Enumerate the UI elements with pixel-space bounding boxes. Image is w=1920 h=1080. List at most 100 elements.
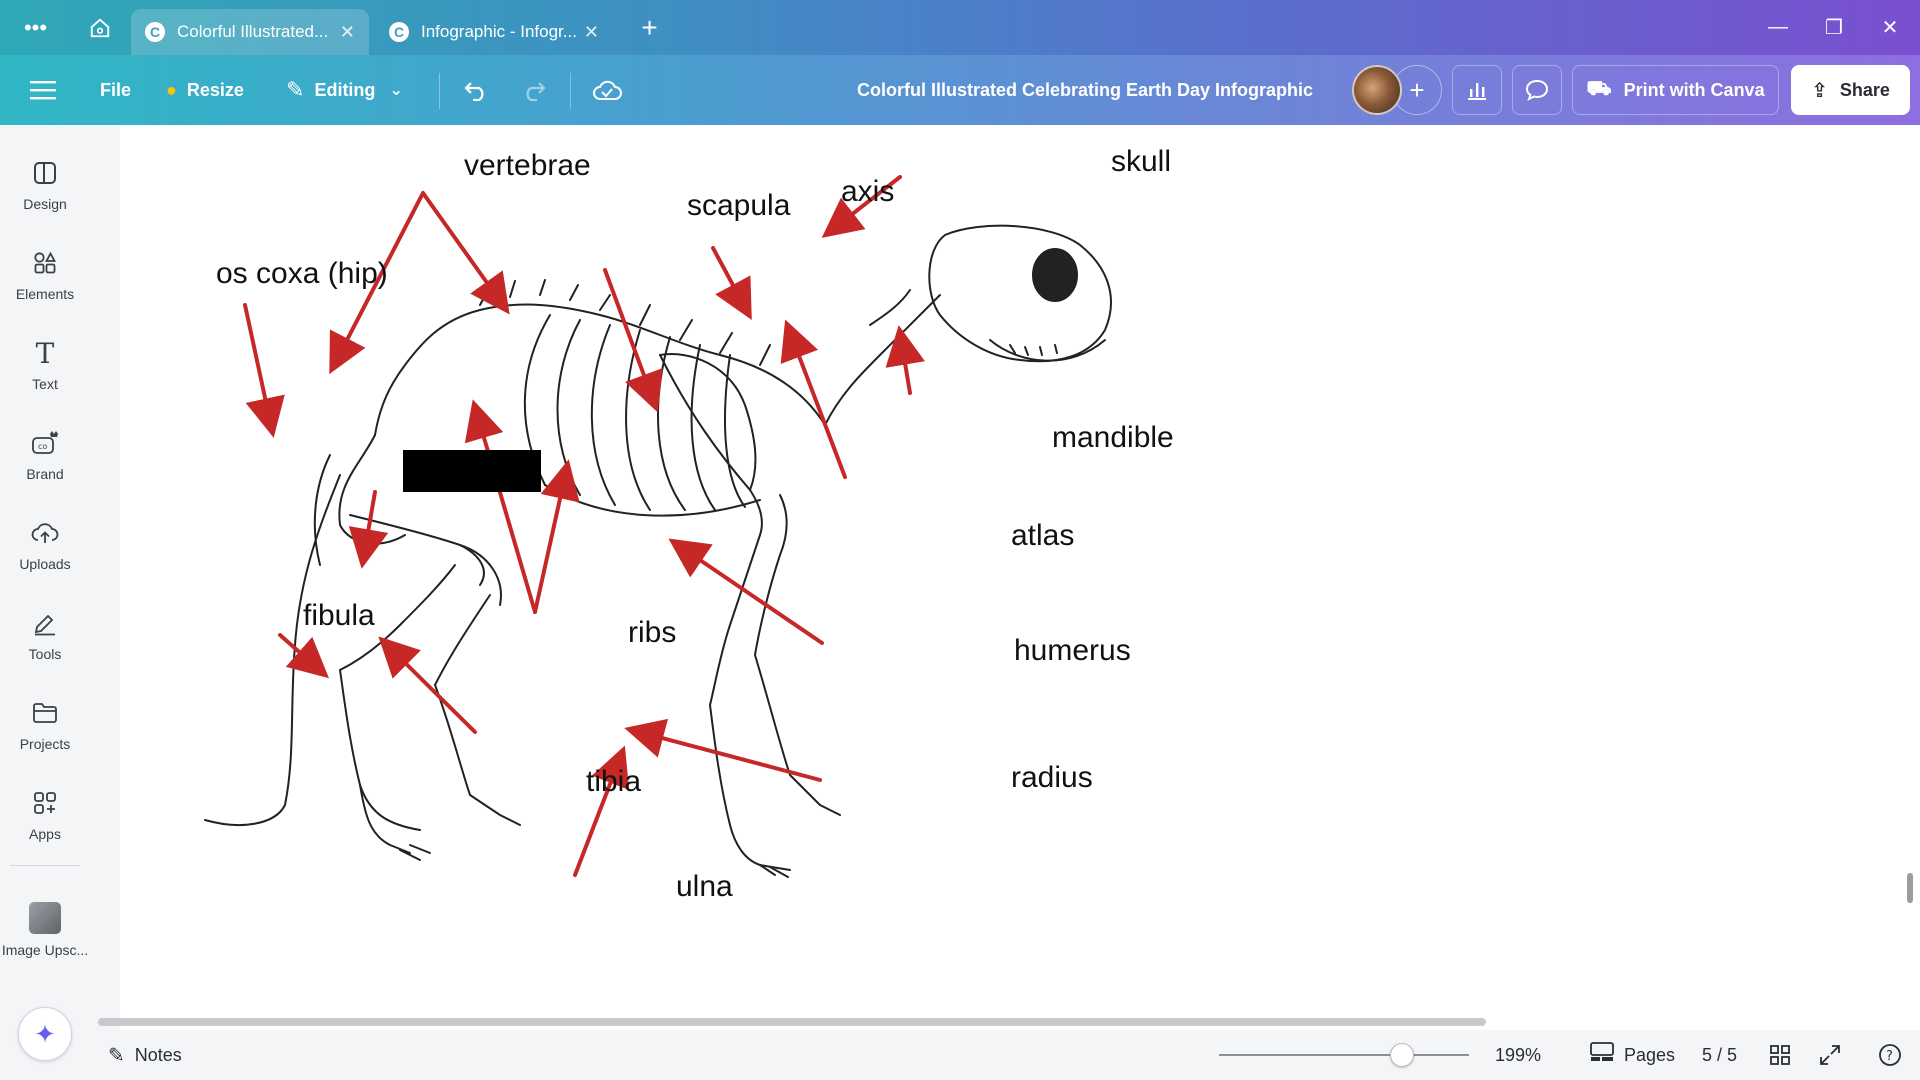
toolbar-divider (570, 73, 571, 109)
sidebar-item-label: Projects (19, 736, 71, 752)
close-icon[interactable]: ✕ (583, 21, 599, 42)
sidebar-item-image-upscaler[interactable]: Image Upsc... (0, 880, 90, 980)
zoom-level[interactable]: 199% (1495, 1030, 1541, 1080)
undo-icon (464, 82, 484, 101)
sidebar-item-label: Tools (28, 646, 62, 662)
label-scapula[interactable]: scapula (687, 189, 791, 222)
resize-button[interactable]: ● Resize (166, 55, 244, 125)
grid-icon (1770, 1045, 1790, 1065)
zoom-value: 199% (1495, 1044, 1542, 1065)
skeleton-drawing (204, 224, 1112, 878)
chevron-down-icon: ⌄ (389, 82, 403, 99)
zoom-slider-handle[interactable] (1390, 1043, 1414, 1067)
zoom-slider-track[interactable] (1219, 1054, 1469, 1056)
sidebar-item-uploads[interactable]: Uploads (0, 505, 90, 585)
home-icon[interactable] (72, 0, 127, 55)
editing-label: Editing (314, 79, 376, 100)
help-icon: ? (1879, 1044, 1901, 1066)
apps-icon (30, 788, 60, 818)
pencil-icon: ✎ (286, 77, 305, 102)
canva-favicon-icon: C (389, 22, 409, 42)
horizontal-scrollbar[interactable] (98, 1018, 1486, 1026)
label-os-coxa[interactable]: os coxa (hip) (216, 257, 388, 290)
sparkle-icon: ✦ (34, 1018, 56, 1049)
sidebar-item-elements[interactable]: Elements (0, 235, 90, 315)
editor-toolbar: File ● Resize ✎ Editing ⌄ Colorful Illus… (0, 55, 1920, 125)
grid-view-button[interactable] (1769, 1030, 1791, 1080)
annotation-arrows (243, 175, 925, 877)
more-dots-icon[interactable]: ••• (23, 14, 48, 40)
sidebar-item-label: Brand (26, 466, 64, 482)
sidebar-item-label: Elements (15, 286, 75, 302)
svg-text:co: co (38, 442, 47, 451)
print-with-canva-button[interactable]: ⛟ Print with Canva (1572, 65, 1779, 115)
close-window-icon[interactable]: ✕ (1881, 17, 1899, 39)
cloud-save-button[interactable] (592, 55, 622, 125)
plus-icon[interactable]: + (641, 11, 658, 43)
image-upscaler-icon (29, 902, 61, 934)
pages-label: Pages (1624, 1044, 1676, 1065)
tools-icon (30, 608, 60, 638)
minimize-icon[interactable]: — (1768, 16, 1788, 38)
browser-tab[interactable]: C Colorful Illustrated... ✕ (131, 9, 369, 55)
help-button[interactable]: ? (1878, 1030, 1902, 1080)
comment-icon (1525, 79, 1549, 101)
share-button[interactable]: ⇪ Share (1791, 65, 1910, 115)
editing-mode-dropdown[interactable]: ✎ Editing ⌄ (286, 55, 403, 125)
projects-icon (30, 698, 60, 728)
print-label: Print with Canva (1623, 79, 1765, 100)
text-icon: T (35, 336, 55, 370)
comments-button[interactable] (1512, 65, 1562, 115)
redo-button[interactable] (521, 55, 547, 125)
insights-button[interactable] (1452, 65, 1502, 115)
expand-icon (1820, 1045, 1840, 1065)
label-tibia[interactable]: tibia (586, 765, 642, 798)
sidebar-divider (10, 865, 80, 866)
toolbar-divider (439, 73, 440, 109)
fullscreen-button[interactable] (1819, 1030, 1841, 1080)
browser-tab[interactable]: C Infographic - Infogr... ✕ (375, 9, 613, 55)
label-radius[interactable]: radius (1011, 761, 1093, 794)
sidebar-item-text[interactable]: T Text (0, 325, 90, 405)
canva-favicon-icon: C (145, 22, 165, 42)
label-ulna[interactable]: ulna (676, 870, 733, 903)
restore-icon[interactable]: ❐ (1825, 17, 1843, 39)
avatar[interactable] (1352, 65, 1402, 115)
label-fibula[interactable]: fibula (303, 599, 375, 632)
design-canvas[interactable]: vertebrae skull scapula axis os coxa (hi… (98, 125, 1920, 1030)
svg-text:?: ? (1886, 1049, 1893, 1064)
label-mandible[interactable]: mandible (1052, 421, 1174, 454)
vertical-scrollbar[interactable] (1907, 873, 1913, 903)
file-label: File (100, 79, 132, 100)
sidebar-item-design[interactable]: Design (0, 145, 90, 225)
document-title[interactable]: Colorful Illustrated Celebrating Earth D… (856, 79, 1314, 100)
cloud-check-icon (593, 80, 622, 100)
undo-button[interactable] (463, 55, 489, 125)
label-skull[interactable]: skull (1111, 145, 1172, 178)
hamburger-icon[interactable] (30, 55, 56, 125)
crown-icon: ● (166, 79, 177, 100)
sidebar-item-label: Apps (29, 826, 61, 842)
label-axis[interactable]: axis (841, 175, 895, 208)
close-icon[interactable]: ✕ (339, 21, 355, 42)
sidebar-item-brand[interactable]: co Brand (0, 415, 90, 495)
pages-icon (1590, 1042, 1614, 1068)
file-menu-button[interactable]: File (100, 55, 131, 125)
sidebar-item-label: Uploads (19, 556, 71, 572)
sidebar-item-apps[interactable]: Apps (0, 775, 90, 855)
notes-button[interactable]: ✎ Notes (108, 1030, 182, 1080)
share-icon: ⇪ (1811, 79, 1828, 102)
magic-assistant-button[interactable]: ✦ (18, 1007, 72, 1061)
label-ribs[interactable]: ribs (628, 616, 677, 649)
label-atlas[interactable]: atlas (1011, 519, 1075, 552)
sidebar-item-label: Text (32, 376, 58, 392)
sidebar-item-tools[interactable]: Tools (0, 595, 90, 675)
cat-skeleton-illustration (204, 175, 1112, 878)
sidebar-item-projects[interactable]: Projects (0, 685, 90, 765)
page-indicator-text: 5 / 5 (1702, 1044, 1738, 1065)
sidebar-item-label: Design (23, 196, 67, 212)
label-vertebrae[interactable]: vertebrae (464, 149, 591, 182)
bar-chart-icon (1468, 83, 1486, 100)
label-humerus[interactable]: humerus (1014, 634, 1131, 667)
pages-button[interactable]: Pages (1590, 1030, 1675, 1080)
